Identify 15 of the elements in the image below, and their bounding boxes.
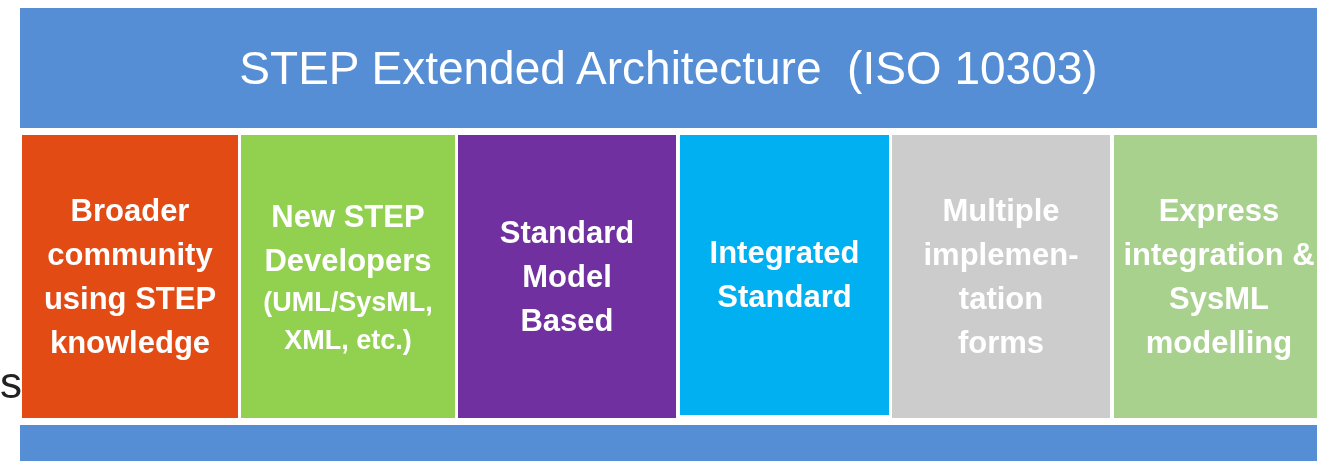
column-box: [892, 135, 1110, 418]
column-label: Express integration & SysML modelling: [1122, 191, 1316, 362]
title-band: STEP Extended Architecture (ISO 10303): [20, 8, 1317, 128]
column-label: New STEP Developers: [264, 197, 432, 280]
column-box: [1114, 135, 1317, 418]
column-box: [680, 135, 889, 415]
column-label: Integrated Standard: [708, 234, 861, 316]
column-box: [22, 135, 238, 418]
column-box: [458, 135, 676, 418]
column-label: Broader community using STEP knowledge: [42, 191, 218, 362]
column-box: [241, 135, 455, 418]
column-note: (UML/SysML, XML, etc.): [263, 285, 433, 357]
cut-off-text: s: [0, 358, 22, 408]
column-label: Standard Model Based: [498, 213, 636, 340]
base-bar: [20, 425, 1317, 461]
